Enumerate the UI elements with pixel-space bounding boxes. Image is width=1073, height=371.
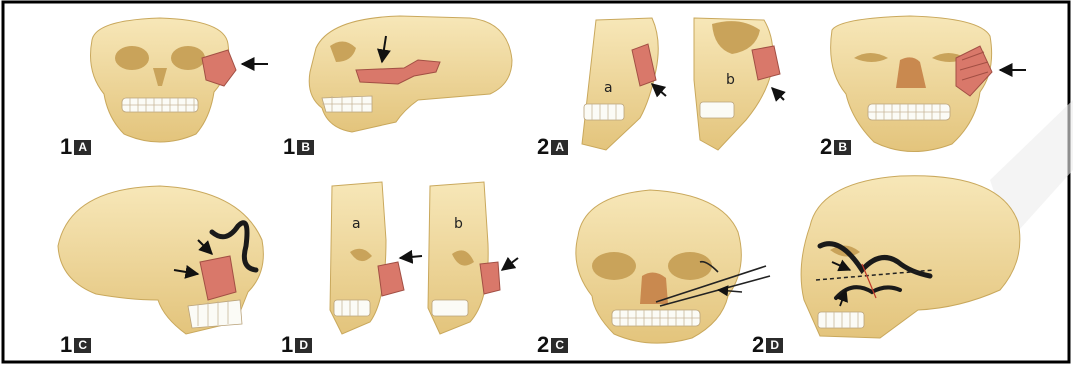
- panel-letter-box: B: [834, 140, 851, 155]
- panel-number: 1: [281, 334, 292, 356]
- panel-letter-box: D: [295, 338, 312, 353]
- panel-number: 1: [60, 136, 71, 158]
- panel-label-2d: 2 D: [752, 334, 783, 356]
- panel-letter-box: B: [297, 140, 314, 155]
- sublabel-1d-b: b: [454, 216, 463, 232]
- panel-letter-box: A: [74, 140, 91, 155]
- panel-label-2c: 2 C: [537, 334, 568, 356]
- panel-label-1d: 1 D: [281, 334, 312, 356]
- panel-label-1b: 1 B: [283, 136, 314, 158]
- panel-number: 2: [752, 334, 763, 356]
- panel-letter-box: C: [74, 338, 91, 353]
- panel-number: 2: [537, 334, 548, 356]
- panel-label-2b: 2 B: [820, 136, 851, 158]
- panel-number: 2: [820, 136, 831, 158]
- panel-number: 2: [537, 136, 548, 158]
- panel-letter-box: A: [551, 140, 568, 155]
- panel-number: 1: [283, 136, 294, 158]
- panel-number: 1: [60, 334, 71, 356]
- panel-letter-box: C: [551, 338, 568, 353]
- sublabel-1d-a: a: [352, 216, 361, 232]
- sublabel-2a-b: b: [726, 72, 735, 88]
- sublabel-2a-a: a: [604, 80, 613, 96]
- panel-letter-box: D: [766, 338, 783, 353]
- panel-label-1c: 1 C: [60, 334, 91, 356]
- panel-label-1a: 1 A: [60, 136, 91, 158]
- panel-label-2a: 2 A: [537, 136, 568, 158]
